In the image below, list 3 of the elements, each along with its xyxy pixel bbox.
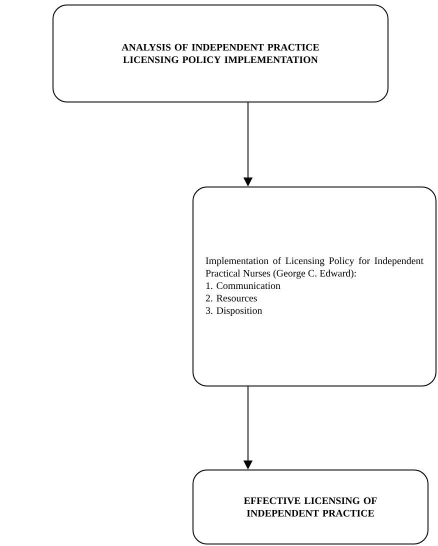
- rounded-box: EFFECTIVE LICENSING OF INDEPENDENT PRACTICE: [192, 470, 428, 544]
- rounded-box: ANALYSIS OF INDEPENDENT PRACTICE LICENSING POLICY IMPLEMENTATION: [52, 4, 388, 102]
- rounded-box: Implementation of Licensing Policy for Independent Practical Nurses (George C. Edward): 1. Communication 2. Resources 3. Disposition: [192, 186, 436, 386]
